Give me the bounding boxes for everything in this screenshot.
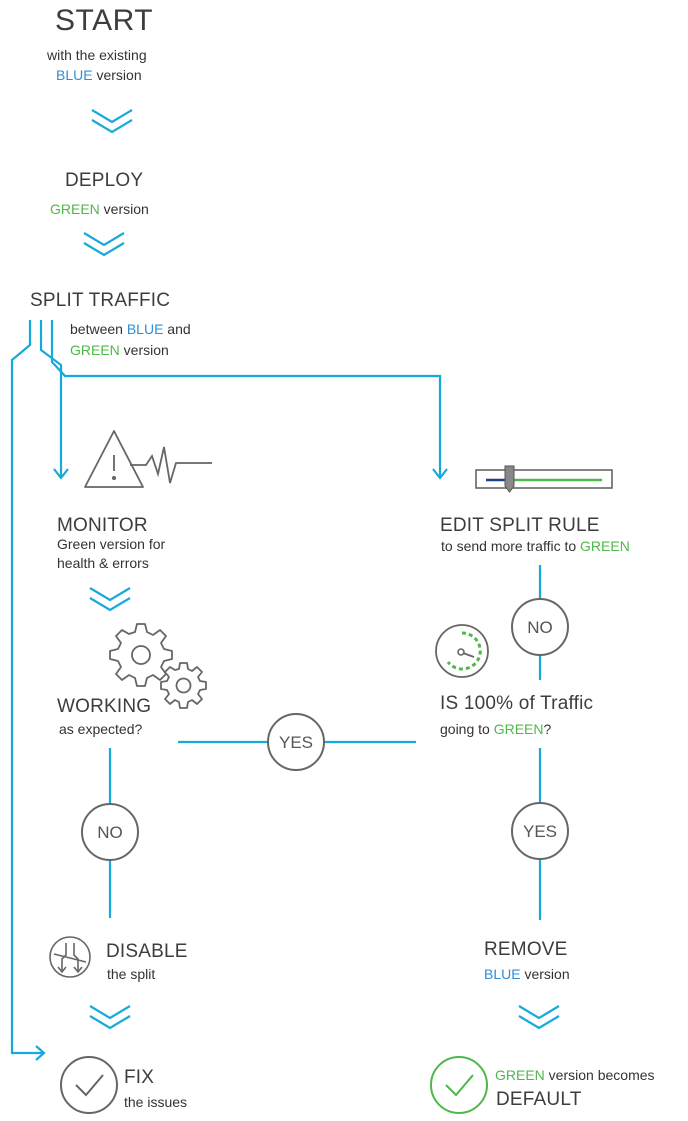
chevron-down-icon xyxy=(90,108,134,134)
blue-label: BLUE xyxy=(126,321,164,337)
yes-badge-middle: YES xyxy=(267,713,325,771)
split-line1: between BLUE and xyxy=(70,321,191,337)
green-label: GREEN xyxy=(50,201,100,217)
monitor-line2: health & errors xyxy=(57,555,149,571)
chevron-down-icon xyxy=(88,586,132,612)
slider-icon xyxy=(475,465,613,493)
no-badge-left: NO xyxy=(81,803,139,861)
badge-label: NO xyxy=(527,618,553,637)
green-label: GREEN xyxy=(580,538,630,554)
blue-label: BLUE xyxy=(484,966,521,982)
remove-title: REMOVE xyxy=(484,939,568,960)
remove-sub: BLUE version xyxy=(484,966,570,982)
green-label: GREEN xyxy=(493,721,544,737)
split-title: SPLIT TRAFFIC xyxy=(30,290,171,311)
deploy-title: DEPLOY xyxy=(65,170,144,191)
gauge-icon xyxy=(435,624,489,678)
badge-label: NO xyxy=(97,823,123,842)
percent-sub: going to GREEN? xyxy=(440,721,552,737)
chevron-down-icon xyxy=(517,1004,561,1030)
monitor-line1: Green version for xyxy=(57,536,166,552)
chevron-down-icon xyxy=(82,231,126,257)
edit-sub: to send more traffic to GREEN xyxy=(441,538,630,554)
badge-label: YES xyxy=(523,822,557,841)
split-arrows-icon xyxy=(49,936,91,978)
split-line2: GREEN version xyxy=(70,342,169,358)
blue-label: BLUE xyxy=(56,67,93,83)
green-label: GREEN xyxy=(495,1067,545,1083)
no-badge-right: NO xyxy=(511,598,569,656)
check-circle-icon xyxy=(430,1056,488,1114)
disable-sub: the split xyxy=(107,966,156,982)
split-connector-lines xyxy=(10,320,542,1061)
default-title: DEFAULT xyxy=(496,1089,582,1110)
start-line1: with the existing xyxy=(47,47,147,63)
start-title: START xyxy=(55,4,154,37)
working-sub: as expected? xyxy=(59,721,143,737)
start-line2: BLUE version xyxy=(56,67,142,83)
deploy-sub: GREEN version xyxy=(50,201,149,217)
default-line1: GREEN version becomes xyxy=(495,1067,655,1083)
badge-label: YES xyxy=(279,733,313,752)
check-circle-icon xyxy=(60,1056,118,1114)
fix-sub: the issues xyxy=(124,1094,188,1110)
edit-title: EDIT SPLIT RULE xyxy=(440,515,600,536)
working-title: WORKING xyxy=(57,696,152,717)
monitor-title: MONITOR xyxy=(57,515,148,536)
chevron-down-icon xyxy=(88,1004,132,1030)
green-label: GREEN xyxy=(70,342,120,358)
disable-title: DISABLE xyxy=(106,941,188,962)
percent-title: IS 100% of Traffic xyxy=(440,693,594,714)
yes-badge-right: YES xyxy=(511,802,569,860)
gears-icon xyxy=(109,623,207,709)
fix-title: FIX xyxy=(124,1067,155,1088)
warning-pulse-icon xyxy=(84,430,212,488)
